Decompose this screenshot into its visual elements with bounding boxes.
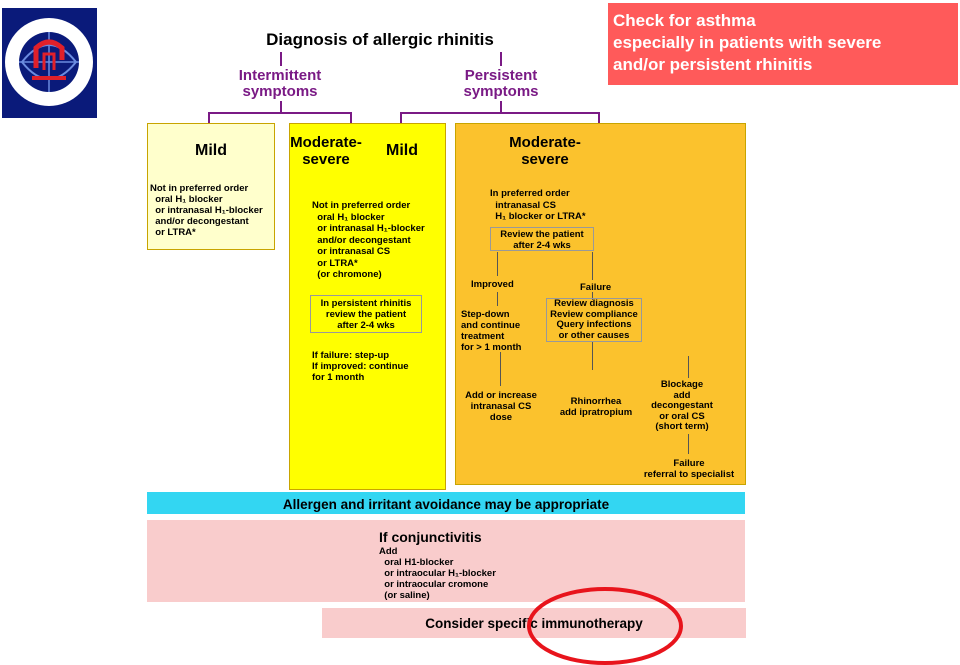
col3-line-2 bbox=[592, 252, 593, 280]
col3-line-1 bbox=[497, 252, 498, 276]
col3-stepdown: Step-down and continue treatment for > 1… bbox=[461, 309, 522, 353]
col3-line-3 bbox=[497, 292, 498, 306]
allergen-text: Allergen and irritant avoidance may be a… bbox=[282, 497, 610, 512]
col3-line-8 bbox=[688, 434, 689, 454]
col2-body: Not in preferred order oral H₁ blocker o… bbox=[312, 200, 425, 280]
connector-persistent bbox=[500, 52, 502, 66]
col3-review: Review the patient after 2-4 wks bbox=[500, 229, 584, 251]
col2-heading-a: Moderate- severe bbox=[290, 134, 362, 168]
allergen-bar bbox=[147, 492, 745, 514]
col3-line-6 bbox=[500, 352, 501, 386]
col1-heading: Mild bbox=[195, 142, 227, 159]
col3-line-5 bbox=[592, 342, 593, 370]
col3-add-increase: Add or increase intranasal CS dose bbox=[465, 390, 537, 423]
logo bbox=[2, 8, 97, 118]
col2-failure: If failure: step-up If improved: continu… bbox=[312, 350, 409, 383]
connector-1 bbox=[208, 112, 210, 124]
col3-body: In preferred order intranasal CS H₁ bloc… bbox=[490, 188, 586, 222]
col3-panel bbox=[455, 123, 746, 485]
mild-intermittent-panel bbox=[147, 123, 275, 250]
col1-body: Not in preferred order oral H₁ blocker o… bbox=[150, 183, 263, 238]
col3-heading: Moderate- severe bbox=[509, 134, 581, 168]
connector-per-h bbox=[400, 112, 600, 114]
col3-line-7 bbox=[688, 356, 689, 378]
col3-review-diag: Review diagnosis Review compliance Query… bbox=[550, 298, 638, 341]
col2-heading-b: Mild bbox=[386, 142, 418, 159]
col3-blockage: Blockage add decongestant or oral CS (sh… bbox=[651, 379, 713, 432]
col3-referral: Failure referral to specialist bbox=[643, 458, 735, 480]
asthma-text: Check for asthma especially in patients … bbox=[613, 11, 882, 74]
immunotherapy-text: Consider specific immunotherapy bbox=[425, 616, 643, 631]
page-title: Diagnosis of allergic rhinitis bbox=[266, 30, 494, 49]
connector-int-down bbox=[280, 101, 282, 113]
connector-int-h bbox=[208, 112, 352, 114]
globe-logo-icon bbox=[5, 18, 93, 106]
conjunctivitis-title: If conjunctivitis bbox=[379, 529, 482, 545]
col3-rhinorrhea: Rhinorrhea add ipratropium bbox=[559, 396, 633, 418]
connector-3 bbox=[400, 112, 402, 124]
asthma-box bbox=[608, 3, 958, 85]
col3-review-diag-box bbox=[546, 298, 642, 342]
col3-line-4 bbox=[592, 292, 593, 300]
intermittent-label: Intermittent symptoms bbox=[238, 67, 322, 100]
persistent-label: Persistent symptoms bbox=[463, 67, 539, 100]
highlight-circle-icon bbox=[527, 587, 683, 665]
col3-failure: Failure bbox=[580, 282, 612, 293]
col2-review-box bbox=[310, 295, 422, 333]
col3-review-box bbox=[490, 227, 594, 251]
col2-review: In persistent rhinitis review the patien… bbox=[320, 298, 412, 331]
connector-per-down bbox=[500, 101, 502, 113]
connector-2 bbox=[350, 112, 352, 124]
col3-improved: Improved bbox=[471, 279, 514, 290]
col2-panel bbox=[289, 123, 446, 490]
connector-intermittent bbox=[280, 52, 282, 66]
conjunctivitis-body: Add oral H1-blocker or intraocular H₁-bl… bbox=[379, 546, 496, 601]
conjunctivitis-panel bbox=[147, 520, 745, 602]
connector-4 bbox=[598, 112, 600, 124]
